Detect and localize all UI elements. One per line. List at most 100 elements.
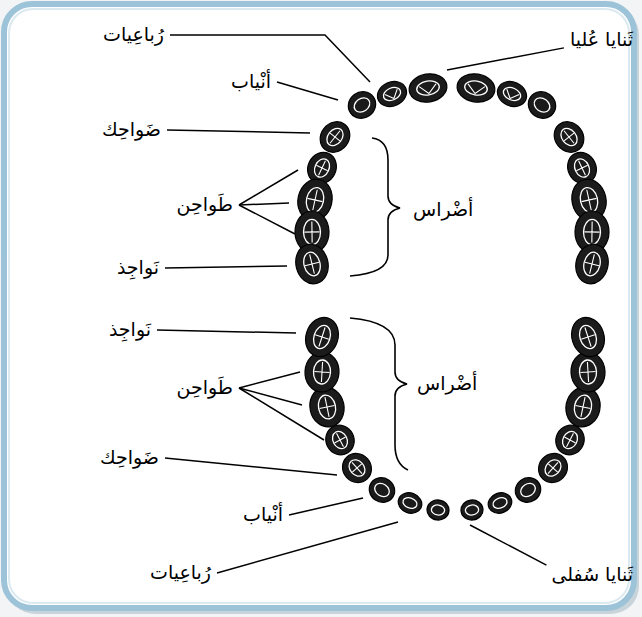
tooth-surface bbox=[542, 457, 564, 480]
leader-line bbox=[470, 525, 546, 565]
tooth-label: نَواجِذ bbox=[108, 318, 152, 342]
leader-line bbox=[277, 82, 338, 100]
tooth-surface bbox=[303, 219, 320, 244]
tooth bbox=[373, 77, 410, 111]
leader-line bbox=[239, 388, 324, 440]
tooth-surface bbox=[311, 323, 334, 351]
tooth-groove bbox=[561, 430, 579, 449]
tooth-groove bbox=[312, 325, 332, 348]
leader-line bbox=[239, 388, 302, 405]
tooth-surface bbox=[330, 429, 351, 451]
tooth bbox=[343, 86, 381, 123]
tooth-surface bbox=[572, 394, 594, 421]
tooth-surface bbox=[577, 323, 600, 351]
tooth-crown bbox=[511, 473, 546, 507]
tooth bbox=[572, 241, 613, 287]
tooth-surface bbox=[381, 85, 402, 103]
tooth-crown bbox=[292, 241, 333, 287]
tooth-label: رُباعِيات bbox=[102, 23, 165, 47]
tooth bbox=[455, 71, 497, 105]
tooth-groove bbox=[305, 188, 324, 212]
tooth-crown bbox=[304, 351, 340, 393]
leader-line bbox=[157, 330, 296, 333]
tooth-label: ثَنايا عُليا bbox=[569, 28, 634, 52]
leader-line bbox=[217, 522, 398, 573]
tooth-surface bbox=[558, 125, 581, 149]
tooth-groove bbox=[304, 221, 320, 242]
tooth-groove bbox=[331, 430, 349, 449]
tooth-surface bbox=[301, 250, 322, 277]
leader-line bbox=[167, 130, 310, 133]
tooth bbox=[395, 489, 424, 516]
tooth-crown bbox=[485, 489, 514, 516]
tooth bbox=[292, 241, 333, 287]
tooth bbox=[511, 473, 546, 507]
leader-line bbox=[239, 372, 300, 388]
tooth-surface bbox=[431, 504, 445, 516]
tooth bbox=[567, 313, 610, 361]
tooth-groove bbox=[325, 127, 345, 147]
tooth-groove bbox=[584, 221, 600, 242]
frame bbox=[4, 4, 634, 608]
tooth-label: أنْياب bbox=[242, 503, 284, 527]
tooth-crown bbox=[548, 116, 590, 158]
tooth-surface bbox=[304, 186, 326, 214]
tooth-surface bbox=[501, 85, 522, 103]
tooth-surface bbox=[313, 360, 331, 385]
tooth-surface bbox=[560, 429, 581, 451]
tooth-edge bbox=[419, 84, 437, 95]
tooth-label: نَواجِذ bbox=[116, 256, 160, 280]
tooth-groove bbox=[303, 253, 322, 276]
tooth-groove bbox=[543, 458, 562, 478]
tooth bbox=[301, 313, 344, 361]
tooth-groove bbox=[559, 127, 579, 147]
tooth-surface bbox=[583, 219, 600, 244]
tooth-groove bbox=[579, 188, 598, 212]
tooth-label: أضْراس bbox=[412, 198, 474, 222]
tooth-crown bbox=[567, 313, 610, 361]
tooth-surface bbox=[492, 496, 509, 510]
tooth bbox=[570, 351, 606, 393]
tooth-groove bbox=[347, 458, 366, 478]
tooth-groove bbox=[573, 396, 592, 419]
tooth bbox=[426, 499, 450, 522]
leader-line bbox=[289, 498, 363, 515]
tooth-crown bbox=[301, 313, 344, 361]
tooth bbox=[493, 77, 530, 111]
tooth-label: ضَواحِك bbox=[101, 118, 162, 142]
tooth-label: طَواحِن bbox=[176, 376, 234, 400]
tooth-crown bbox=[570, 351, 606, 393]
tooth-groove bbox=[317, 396, 336, 419]
tooth-label: طَواحِن bbox=[176, 193, 234, 217]
tooth-crown bbox=[523, 86, 561, 123]
tooth-surface bbox=[402, 496, 419, 510]
tooth-crown bbox=[572, 241, 613, 287]
tooth bbox=[304, 351, 340, 393]
tooth-surface bbox=[312, 156, 333, 179]
leader-line bbox=[165, 458, 337, 475]
tooth bbox=[365, 473, 400, 507]
tooth-crown bbox=[493, 77, 530, 111]
tooth-groove bbox=[578, 325, 598, 348]
leader-line bbox=[239, 203, 289, 205]
leader-line bbox=[165, 266, 287, 268]
tooth-surface bbox=[579, 360, 597, 385]
frame-inner bbox=[9, 9, 629, 603]
tooth-groove bbox=[314, 362, 330, 383]
tooth-surface bbox=[416, 79, 441, 97]
tooth-edge bbox=[385, 89, 400, 101]
tooth-surface bbox=[572, 156, 593, 179]
tooth-crown bbox=[460, 499, 484, 522]
tooth-surface bbox=[351, 95, 372, 115]
tooth-crown bbox=[314, 116, 356, 158]
tooth-crown bbox=[407, 71, 449, 105]
tooth-label: أنْياب bbox=[230, 70, 272, 94]
tooth-groove bbox=[583, 253, 602, 276]
tooth-surface bbox=[581, 250, 602, 277]
tooth-crown bbox=[395, 489, 424, 516]
tooth-crown bbox=[365, 473, 400, 507]
tooth-groove bbox=[580, 362, 596, 383]
leader-line bbox=[239, 205, 295, 234]
